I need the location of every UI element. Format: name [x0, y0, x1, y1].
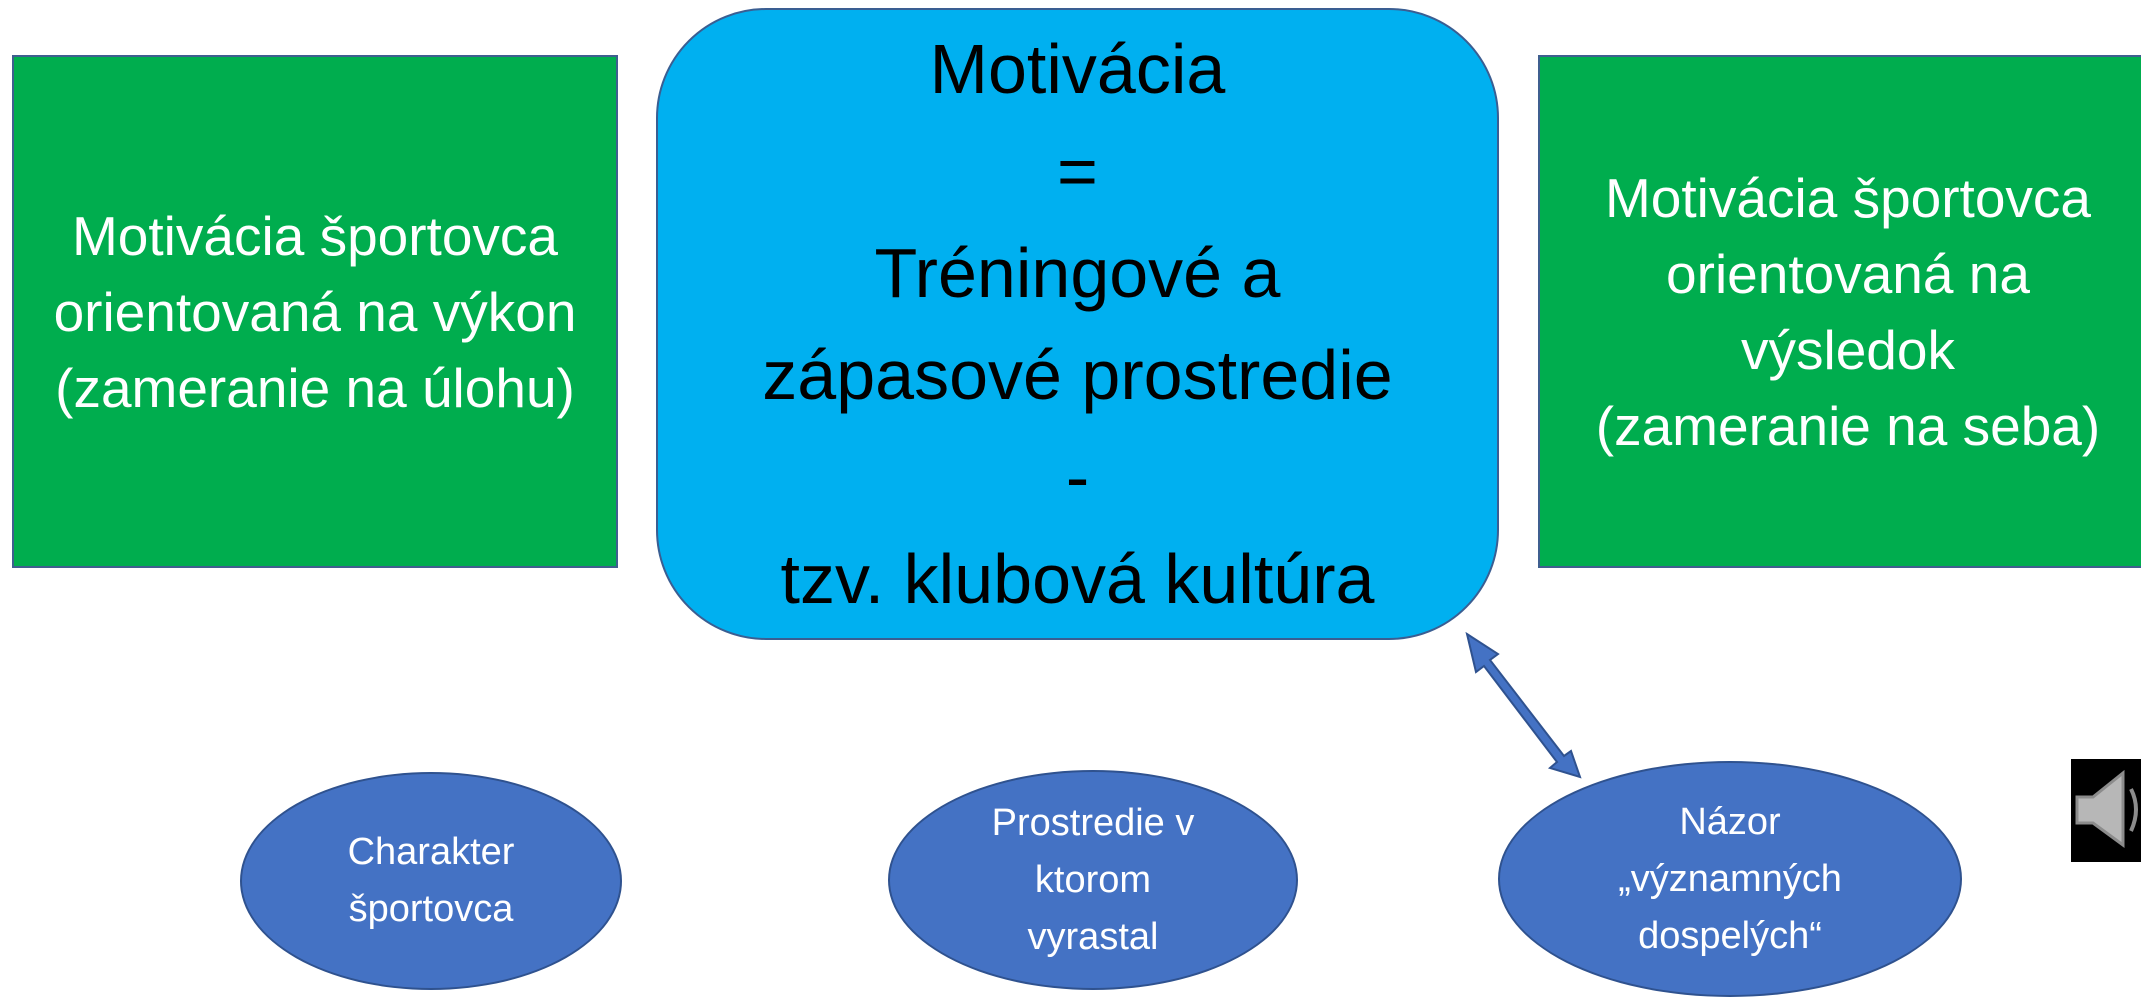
right-box-line-1: Motivácia športovca — [1604, 166, 2092, 229]
right-box-line-3: výsledok — [1741, 318, 1955, 381]
center-box-line-6: tzv. klubová kultúra — [780, 540, 1375, 618]
ellipse-3-line-2: „významných — [1618, 857, 1842, 900]
left-box-line-3: (zameranie na úlohu) — [55, 356, 575, 419]
double-headed-arrow-icon — [1440, 620, 1620, 790]
center-motivation-box: Motivácia = Tréningové a zápasové prostr… — [656, 8, 1499, 640]
center-box-line-4: zápasové prostredie — [762, 336, 1393, 414]
right-box-line-2: orientovaná na — [1666, 242, 2030, 305]
center-box-line-5: - — [1065, 438, 1090, 516]
ellipse-3-line-3: dospelých“ — [1638, 914, 1822, 957]
center-box-line-1: Motivácia — [929, 30, 1226, 108]
ellipse-2-line-1: Prostredie v — [991, 801, 1195, 844]
speaker-icon[interactable] — [2071, 759, 2141, 862]
center-box-line-3: Tréningové a — [874, 234, 1281, 312]
ellipse-3-line-1: Názor — [1679, 800, 1781, 843]
left-box-line-2: orientovaná na výkon — [53, 280, 577, 343]
ellipse-significant-adults-opinion: Názor „významných dospelých“ — [1498, 761, 1962, 997]
ellipse-athlete-character: Charakter športovca — [240, 772, 622, 990]
ellipse-2-line-2: ktorom — [1034, 858, 1152, 901]
left-motivation-box: Motivácia športovca orientovaná na výkon… — [12, 55, 618, 568]
right-box-line-4: (zameranie na seba) — [1595, 394, 2101, 457]
right-motivation-box: Motivácia športovca orientovaná na výsle… — [1538, 55, 2141, 568]
ellipse-1-line-1: Charakter — [347, 831, 515, 873]
center-box-line-2: = — [1057, 132, 1098, 210]
left-box-line-1: Motivácia športovca — [71, 204, 559, 267]
ellipse-2-line-3: vyrastal — [1027, 915, 1159, 958]
ellipse-upbringing-environment: Prostredie v ktorom vyrastal — [888, 770, 1298, 990]
ellipse-1-line-2: športovca — [348, 888, 514, 930]
